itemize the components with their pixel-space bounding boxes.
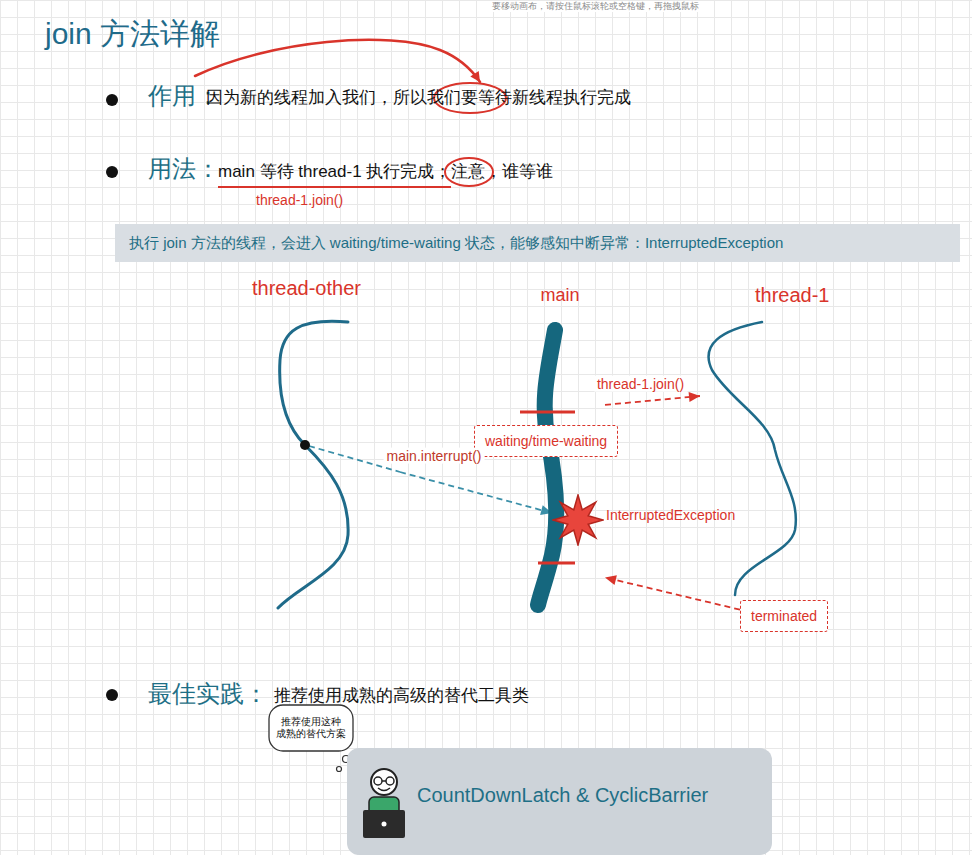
highlight-arrow: [195, 40, 480, 82]
icon-glass-bridge: [382, 780, 386, 782]
highlight-underline: [218, 186, 451, 188]
dashed-connector: [605, 396, 700, 405]
thought-trail: [337, 767, 342, 772]
thread-lane: thread-1: [700, 283, 860, 605]
state-marker: [520, 411, 575, 414]
state-marker: [538, 562, 575, 565]
interrupt-point: [300, 440, 310, 450]
bullet-dot: [106, 166, 118, 178]
dashed-connector: [605, 578, 740, 610]
bullet-text: 因为新的线程加入我们，所以我们要等待新线程执行完成: [206, 88, 631, 108]
burst-icon: [552, 494, 604, 546]
bullet-dot: [106, 94, 118, 106]
state-box: terminated: [740, 600, 828, 632]
bubble-shape: [269, 705, 353, 751]
state-text: terminated: [751, 607, 817, 625]
code-note: thread-1.join(): [256, 192, 343, 209]
canvas-hint: 要移动画布，请按住鼠标滚轮或空格键，再拖拽鼠标: [488, 1, 703, 12]
dashed-connector: [400, 472, 552, 513]
arrowhead: [689, 392, 700, 402]
bullet-heading: 最佳实践：: [148, 680, 268, 709]
edge-label: main.interrupt(): [384, 447, 485, 464]
icon-mouth: [378, 788, 390, 791]
thread-line: [700, 283, 860, 605]
developer-icon: [359, 766, 409, 842]
icon-glass: [374, 777, 382, 785]
exception-text: InterruptedException: [606, 507, 735, 524]
bullet-heading: 用法：: [148, 155, 220, 184]
bullet-text: main 等待 thread-1 执行完成；注意，谁等谁: [218, 162, 553, 182]
thread-name: thread-1: [755, 283, 830, 307]
thread-name: thread-other: [252, 276, 361, 300]
thread-curve: [278, 321, 348, 608]
thread-lane: thread-other: [250, 276, 400, 618]
bullet-text: 推荐使用成熟的高级的替代工具类: [274, 686, 529, 706]
card-text-box: CountDownLatch & CyclicBarrier: [417, 782, 708, 808]
icon-head: [371, 769, 397, 795]
icon-glass: [386, 777, 394, 785]
burst-text-box: InterruptedException: [606, 507, 735, 524]
exception-burst: InterruptedException: [552, 494, 735, 546]
highlight-arrowhead: [470, 71, 480, 82]
icon-laptop-logo: [382, 822, 387, 827]
thread-name: main: [515, 285, 605, 307]
arrowhead: [605, 575, 617, 585]
bubble-text-box: 推荐使用这种 成熟的替代方案: [268, 704, 354, 752]
edge-label: thread-1.join(): [594, 375, 687, 392]
page-title: join 方法详解: [45, 14, 220, 55]
thread-curve: [709, 322, 796, 595]
state-box: waiting/time-waiting: [474, 425, 618, 457]
bullet-dot: [106, 689, 118, 701]
band-text: 执行 join 方法的线程，会进入 waiting/time-waiting 状…: [129, 233, 946, 253]
tool-card: CountDownLatch & CyclicBarrier: [347, 748, 772, 855]
thread-line: [250, 276, 400, 618]
bubble-text: 推荐使用这种 成熟的替代方案: [276, 716, 346, 740]
info-band: 执行 join 方法的线程，会进入 waiting/time-waiting 状…: [115, 224, 960, 262]
card-text: CountDownLatch & CyclicBarrier: [417, 782, 708, 808]
burst-shape: [553, 495, 603, 545]
state-text: waiting/time-waiting: [485, 432, 607, 450]
thought-bubble: 推荐使用这种 成熟的替代方案: [268, 704, 354, 752]
icon-laptop: [363, 810, 405, 838]
